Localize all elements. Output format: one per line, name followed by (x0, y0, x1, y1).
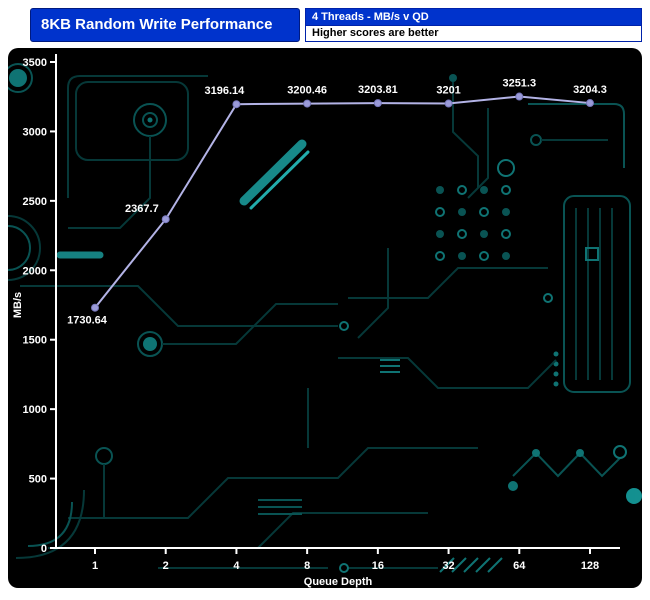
y-tick-label: 2500 (23, 196, 47, 208)
chart-subtitle: 4 Threads - MB/s v QD (306, 9, 641, 25)
line-chart: 0 500 1000 1500 2000 2500 3000 3500 1 2 4 8 16 32 64 12… (8, 54, 642, 588)
data-point-marker (232, 100, 241, 109)
data-point-label: 3251.3 (502, 78, 536, 90)
data-point-marker (586, 99, 594, 108)
chart-note: Higher scores are better (306, 25, 641, 41)
chart-header: 8KB Random Write Performance 4 Threads -… (30, 8, 642, 42)
x-axis-title: Queue Depth (304, 576, 373, 588)
page-title: 8KB Random Write Performance (30, 8, 300, 42)
x-tick-label: 32 (442, 560, 454, 572)
data-point-label: 3201 (436, 85, 460, 97)
chart-area: 0 500 1000 1500 2000 2500 3000 3500 1 2 4 8 16 32 64 12… (8, 48, 642, 588)
data-point-marker (373, 99, 382, 108)
y-tick-label: 3000 (23, 126, 47, 138)
data-point-label: 1730.64 (67, 315, 108, 327)
data-point-label: 3200.46 (287, 85, 327, 97)
x-tick-label: 4 (233, 560, 240, 572)
series-line (94, 95, 591, 309)
x-tick-label: 64 (513, 560, 526, 572)
x-tick-label: 2 (163, 560, 169, 572)
data-point-label: 3196.14 (205, 85, 246, 97)
data-point-marker (161, 215, 170, 224)
y-tick-label: 0 (41, 543, 47, 555)
data-point-label: 3204.3 (573, 84, 607, 96)
y-tick-label: 2000 (23, 265, 47, 277)
data-point-label: 3203.81 (358, 84, 398, 96)
y-tick-label: 1500 (23, 335, 47, 347)
data-point-marker (515, 92, 524, 101)
data-point-label: 2367.7 (125, 203, 159, 215)
x-tick-label: 1 (92, 560, 98, 572)
data-point-marker (444, 99, 453, 108)
circuit-decoration (8, 63, 642, 573)
y-tick-label: 3500 (23, 57, 47, 69)
data-point-marker (91, 303, 99, 312)
x-tick-label: 128 (581, 560, 599, 572)
chart-subtitle-stack: 4 Threads - MB/s v QD Higher scores are … (305, 8, 642, 42)
data-point-marker (303, 99, 312, 108)
y-tick-label: 1000 (23, 404, 47, 416)
x-tick-label: 8 (304, 560, 310, 572)
y-tick-label: 500 (29, 474, 47, 486)
y-axis-title: MB/s (12, 292, 24, 318)
chart-layer: 0 500 1000 1500 2000 2500 3000 3500 1 2 4 8 16 32 64 12… (12, 54, 620, 588)
x-tick-label: 16 (372, 560, 384, 572)
